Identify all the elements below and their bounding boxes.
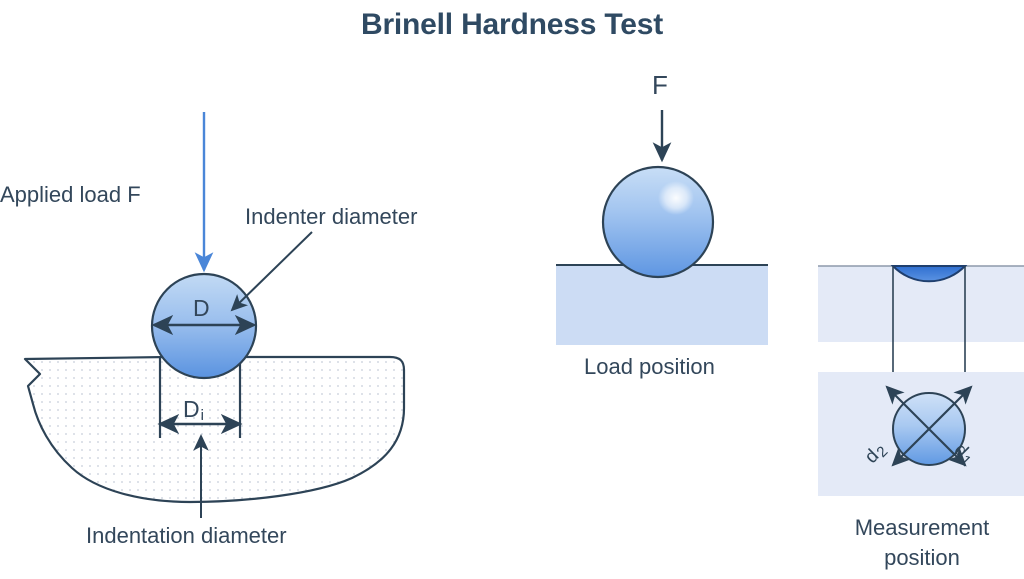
sphere-highlight-middle xyxy=(658,181,694,215)
specimen-block-middle xyxy=(556,265,768,345)
indentation-diameter-caption: Indentation diameter xyxy=(86,523,287,548)
measurement-position-caption-line2: position xyxy=(884,545,960,570)
diagonal-measure-d1 xyxy=(885,385,967,467)
measurement-position-caption-line1: Measurement xyxy=(854,515,990,540)
indenter-diameter-symbol: D xyxy=(193,295,210,321)
indenter-diameter-label: Indenter diameter xyxy=(245,204,418,229)
middle-panel-group xyxy=(556,110,768,345)
page-title: Brinell Hardness Test xyxy=(360,8,663,41)
left-panel-group xyxy=(23,112,406,518)
indenter-diameter-leader xyxy=(230,231,313,312)
right-panel-group xyxy=(818,265,1024,496)
indentation-symbol-subscript: i xyxy=(200,407,204,424)
applied-load-label: Applied load F xyxy=(0,182,141,207)
load-position-caption: Load position xyxy=(584,354,715,379)
indentation-lens xyxy=(890,265,968,283)
force-symbol-middle: F xyxy=(652,70,668,100)
indentation-symbol-base: D xyxy=(183,396,200,422)
indentation-diameter-symbol: Di xyxy=(183,396,204,424)
indenter-sphere-middle xyxy=(601,165,715,279)
specimen-body xyxy=(23,355,406,504)
